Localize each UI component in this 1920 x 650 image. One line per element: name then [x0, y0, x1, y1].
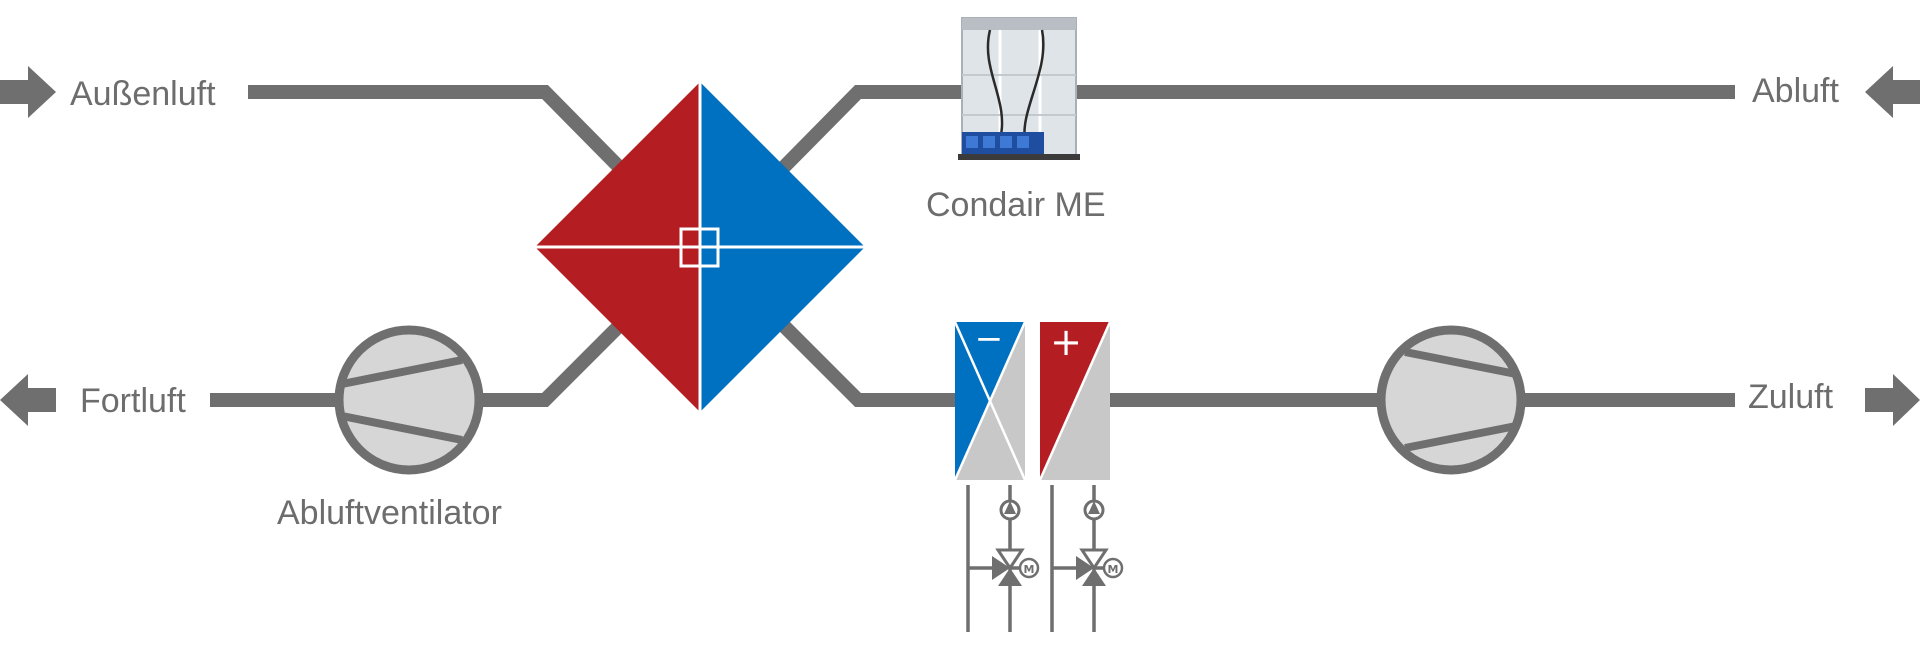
heating-hydraulic-circuit: M — [1050, 485, 1124, 632]
heat-exchanger-red-bottom — [535, 247, 700, 412]
outside-air-duct — [248, 85, 625, 173]
heat-exchanger-blue-bottom — [700, 247, 865, 412]
label-outside-air: Außenluft — [70, 75, 216, 113]
duct-lines — [210, 85, 1735, 407]
label-humidifier: Condair ME — [926, 186, 1106, 224]
exhaust-air-duct — [778, 85, 1735, 173]
humidifier-unit-icon — [958, 17, 1080, 160]
pump-icon — [1083, 499, 1105, 521]
three-way-valve-icon — [1076, 548, 1109, 586]
heat-exchanger-blue-top — [700, 82, 865, 247]
valve-motor-icon: M — [1010, 557, 1040, 579]
cooling-symbol: − — [975, 319, 1004, 359]
heating-symbol: + — [1050, 320, 1082, 364]
heat-exchanger-icon — [535, 82, 865, 412]
arrow-left-icon — [1865, 66, 1920, 118]
cooling-coil-icon: − — [953, 319, 1027, 481]
arrow-right-icon — [0, 66, 56, 118]
valve-motor-label: M — [1108, 563, 1119, 576]
exit-air-duct-right — [478, 320, 625, 407]
supply-air-duct-left — [778, 320, 955, 407]
pump-icon — [999, 499, 1021, 521]
exhaust-fan-icon — [334, 325, 484, 475]
label-exit-air: Fortluft — [80, 382, 186, 420]
cooling-hydraulic-circuit: M — [966, 485, 1040, 632]
label-exhaust-fan: Abluftventilator — [277, 494, 502, 532]
label-supply-air: Zuluft — [1748, 378, 1834, 416]
valve-motor-label: M — [1024, 563, 1035, 576]
heat-exchanger-red-top — [535, 82, 700, 247]
arrow-right-icon — [1865, 374, 1920, 426]
arrow-left-icon — [0, 374, 56, 426]
label-exhaust-air: Abluft — [1752, 72, 1839, 110]
heating-coil-icon: + — [1038, 320, 1112, 481]
supply-fan-icon — [1376, 325, 1526, 475]
three-way-valve-icon — [992, 548, 1025, 586]
valve-motor-icon: M — [1094, 557, 1124, 579]
